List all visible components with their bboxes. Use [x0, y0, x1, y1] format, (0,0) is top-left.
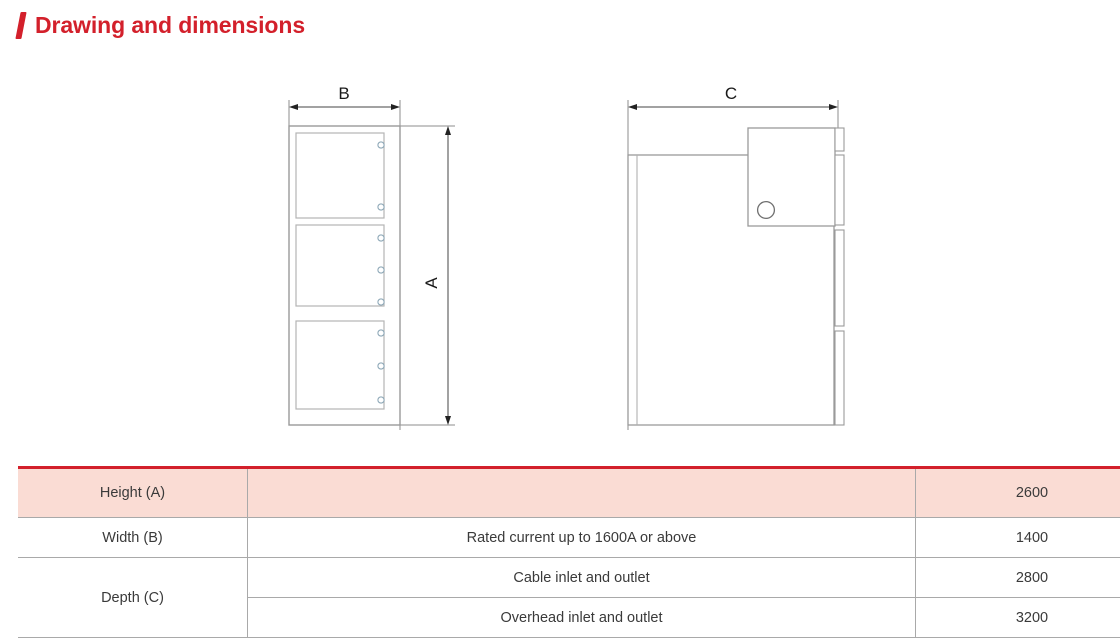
- front-view-panel-1-hole-1: [377, 141, 385, 149]
- section-heading: Drawing and dimensions: [15, 12, 306, 39]
- row-description-width: Rated current up to 1600A or above: [247, 517, 916, 558]
- side-view-right-strips: [834, 127, 845, 426]
- dimension-line-B: [289, 104, 400, 110]
- dimension-label-A: A: [422, 277, 441, 289]
- row-description-depth-cable: Cable inlet and outlet: [247, 557, 916, 598]
- front-view-panel-3-hole-2: [377, 362, 385, 370]
- front-view-panel-2-hole-3: [377, 298, 385, 306]
- dimension-line-A: [445, 126, 451, 425]
- technical-drawings: B A: [288, 84, 845, 430]
- dimensions-table-wrap: Height (A) 2600 Width (B) Rated current …: [18, 466, 1120, 638]
- dimension-label-B: B: [338, 84, 349, 103]
- table-row: Width (B) Rated current up to 1600A or a…: [18, 517, 1120, 558]
- front-view-panel-1-hole-2: [377, 203, 385, 211]
- dimensions-table: Height (A) 2600 Width (B) Rated current …: [18, 466, 1120, 638]
- front-view-panel-3-hole-1: [377, 329, 385, 337]
- dimension-label-C: C: [725, 84, 737, 103]
- table-row: Depth (C) Cable inlet and outlet 2800: [18, 557, 1120, 638]
- row-value-height: 2600: [915, 466, 1120, 518]
- row-label-height: Height (A): [18, 466, 248, 518]
- front-view-panel-3-hole-3: [377, 396, 385, 404]
- front-view-panel-2-hole-1: [377, 234, 385, 242]
- table-row: Overhead inlet and outlet 3200: [18, 597, 1120, 638]
- row-value-depth-overhead: 3200: [915, 597, 1120, 638]
- front-view: B A: [288, 84, 455, 430]
- row-description-depth-overhead: Overhead inlet and outlet: [247, 597, 916, 638]
- front-view-panel-2-hole-2: [377, 266, 385, 274]
- front-view-panel-2: [295, 224, 385, 307]
- row-value-depth-cable: 2800: [915, 557, 1120, 598]
- dimension-line-C: [628, 104, 838, 110]
- row-value-width: 1400: [915, 517, 1120, 558]
- front-view-panel-3: [295, 320, 385, 410]
- side-view-handle-icon: [756, 200, 776, 220]
- row-label-depth: Depth (C): [18, 557, 248, 638]
- side-view: C: [627, 84, 845, 430]
- front-view-panel-1: [295, 132, 385, 219]
- table-row: Height (A) 2600: [18, 466, 1120, 518]
- row-label-width: Width (B): [18, 517, 248, 558]
- row-description-height: [247, 466, 916, 518]
- page-title: Drawing and dimensions: [35, 12, 306, 38]
